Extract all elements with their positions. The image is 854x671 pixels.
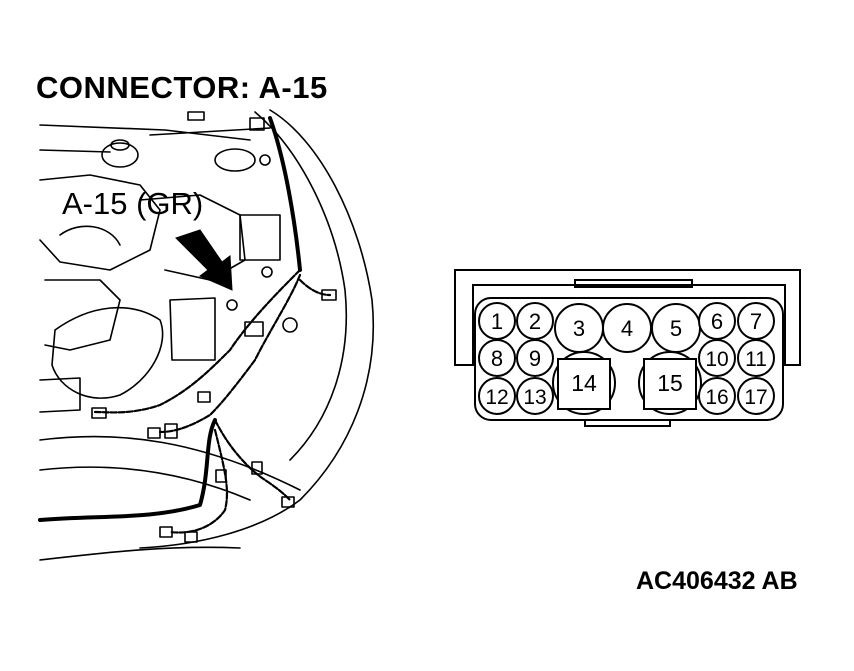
page-title: CONNECTOR: A-15	[36, 70, 328, 105]
callout-arrow-icon	[175, 229, 233, 291]
connector-callout-label: A-15 (GR)	[62, 186, 204, 221]
figure-id: AC406432 AB	[636, 567, 798, 595]
